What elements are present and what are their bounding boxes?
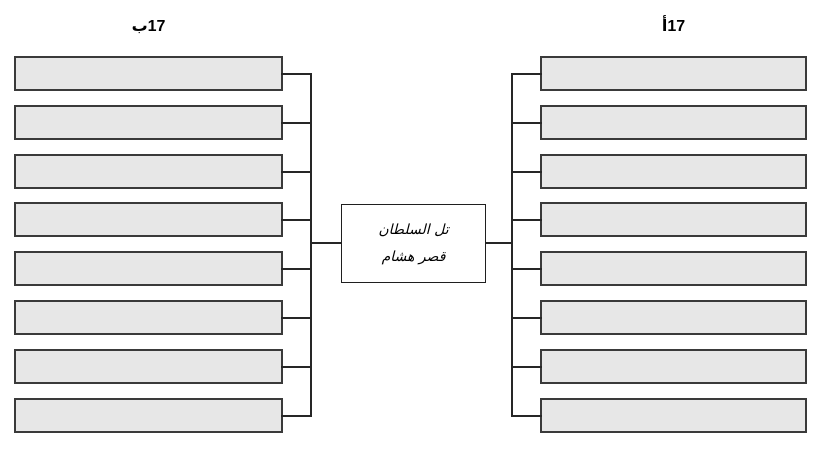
left-connector-1 — [281, 73, 312, 75]
left-connector-5 — [281, 268, 312, 270]
left-column-title: 17ب — [131, 18, 166, 35]
left-box-7 — [14, 349, 283, 384]
center-node-line2: قصر هشام — [381, 248, 446, 265]
right-box-5 — [540, 251, 807, 286]
right-connector-1 — [511, 73, 542, 75]
right-connector-6 — [511, 317, 542, 319]
left-connector-2 — [281, 122, 312, 124]
right-box-8 — [540, 398, 807, 433]
right-box-2 — [540, 105, 807, 140]
right-connector-5 — [511, 268, 542, 270]
left-connector-4 — [281, 219, 312, 221]
center-link-right — [485, 242, 513, 244]
left-box-6 — [14, 300, 283, 335]
right-box-1 — [540, 56, 807, 91]
center-node: تل السلطان قصر هشام — [341, 204, 486, 283]
right-box-6 — [540, 300, 807, 335]
right-connector-8 — [511, 415, 542, 417]
right-column-title: 17أ — [661, 18, 686, 35]
left-connector-7 — [281, 366, 312, 368]
left-box-5 — [14, 251, 283, 286]
left-spine — [310, 73, 312, 416]
right-box-3 — [540, 154, 807, 189]
right-connector-3 — [511, 171, 542, 173]
right-spine — [511, 73, 513, 416]
left-connector-3 — [281, 171, 312, 173]
right-box-4 — [540, 202, 807, 237]
left-box-3 — [14, 154, 283, 189]
right-box-7 — [540, 349, 807, 384]
left-connector-6 — [281, 317, 312, 319]
left-connector-8 — [281, 415, 312, 417]
right-connector-7 — [511, 366, 542, 368]
left-box-2 — [14, 105, 283, 140]
right-connector-2 — [511, 122, 542, 124]
left-box-1 — [14, 56, 283, 91]
left-box-8 — [14, 398, 283, 433]
center-link-left — [310, 242, 342, 244]
right-connector-4 — [511, 219, 542, 221]
center-node-line1: تل السلطان — [378, 221, 449, 238]
left-box-4 — [14, 202, 283, 237]
